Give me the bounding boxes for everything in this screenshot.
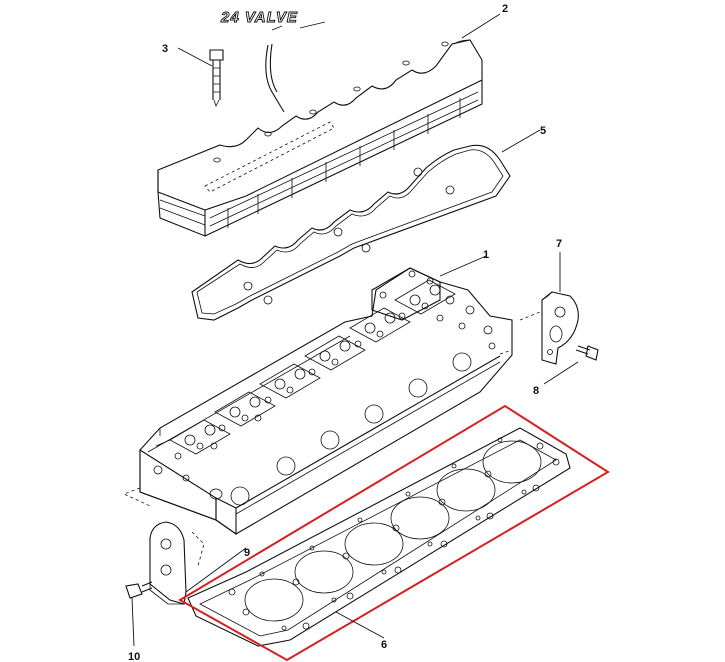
callout-2: 2 — [502, 3, 508, 15]
head-gasket — [187, 427, 571, 647]
front-bracket-bolt — [125, 581, 153, 599]
valve-cover-gasket — [191, 144, 511, 321]
leader-lines — [131, 13, 579, 647]
callout-10: 10 — [128, 651, 140, 662]
callout-9: 9 — [244, 547, 250, 559]
rear-bracket-bolt — [575, 345, 599, 361]
callout-1: 1 — [483, 249, 489, 261]
assembly-guide-bracket — [191, 531, 205, 567]
rear-lifting-bracket — [541, 291, 579, 365]
callout-5: 5 — [540, 125, 546, 137]
cylinder-head — [139, 267, 513, 536]
head-gasket-highlight-box — [178, 404, 610, 662]
assembly-guide-rear — [499, 311, 541, 355]
cover-emboss-text: 24 VALVE — [220, 9, 298, 26]
front-lifting-bracket — [149, 521, 187, 605]
callout-7: 7 — [556, 238, 562, 250]
callout-8: 8 — [533, 385, 539, 397]
valve-cover — [157, 21, 483, 237]
callout-6: 6 — [381, 639, 387, 651]
cover-bolt — [209, 49, 224, 108]
callout-3: 3 — [162, 43, 168, 55]
assembly-guide-front — [122, 487, 151, 507]
